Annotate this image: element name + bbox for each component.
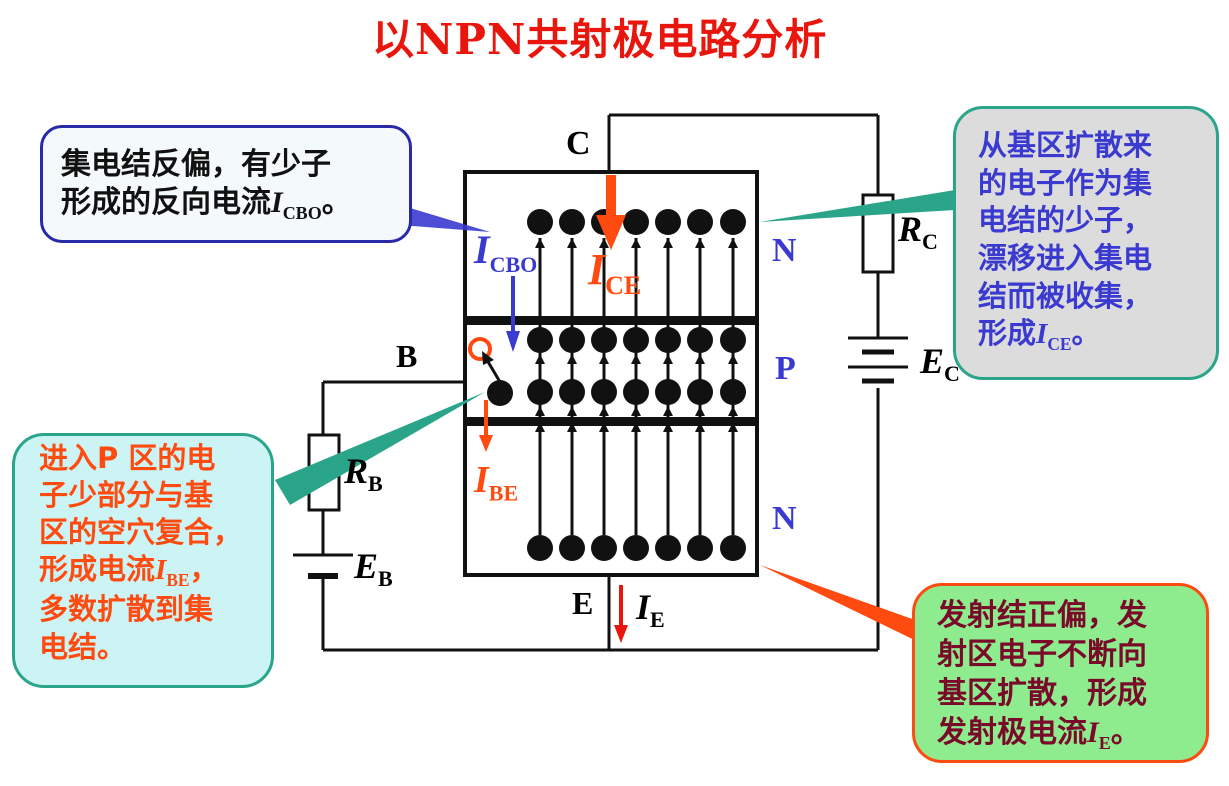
arrowhead-icon [728, 354, 738, 364]
arrowhead-icon [695, 238, 705, 248]
electron-icon [623, 535, 649, 561]
callout-ibe: 进入P 区的电 子少部分与基 区的空穴复合， 形成电流IBE， 多数扩散到集 电… [12, 433, 274, 688]
circuit-wires [321, 113, 880, 652]
electron-icon [687, 327, 713, 353]
electron-icon [720, 209, 746, 235]
arrowhead-icon [631, 422, 641, 432]
electron-icon [591, 379, 617, 405]
electron-icon [687, 535, 713, 561]
callout-ice: 从基区扩散来 的电子作为集 电结的少子， 漂移进入集电 结而被收集， 形成ICE… [953, 106, 1219, 380]
base-label: B [396, 338, 418, 374]
arrowhead-icon [535, 238, 545, 248]
arrowhead-icon [695, 354, 705, 364]
arrowhead-icon [535, 406, 545, 416]
electron-icon [655, 379, 681, 405]
ie-label: IE [636, 587, 665, 633]
arrowhead-icon [728, 406, 738, 416]
battery-ec [848, 336, 908, 384]
electron-icon [559, 379, 585, 405]
ice-arrow-icon [596, 175, 626, 250]
region-p: P [775, 350, 796, 387]
ie-arrow-icon [614, 585, 628, 643]
callout-ie: 发射结正偏，发 射区电子不断向 基区扩散，形成 发射极电流IE。 [912, 583, 1209, 763]
region-n-top: N [772, 232, 797, 269]
arrowhead-icon [695, 422, 705, 432]
arrowhead-icon [695, 406, 705, 416]
arrowhead-icon [728, 238, 738, 248]
region-n-bottom: N [772, 500, 797, 537]
electron-icon [720, 535, 746, 561]
icbo-arrow-icon [506, 276, 520, 352]
arrowhead-icon [663, 354, 673, 364]
collector-junction [465, 316, 757, 325]
arrowhead-icon [599, 238, 609, 248]
rc-label: RC [898, 209, 938, 255]
arrowhead-icon [663, 422, 673, 432]
electrons [487, 209, 746, 561]
callout-icbo: 集电结反偏，有少子 形成的反向电流ICBO。 [40, 125, 412, 243]
page-title: 以NPN共射极电路分析 [372, 15, 828, 64]
electron-icon [559, 535, 585, 561]
electron-icon [559, 209, 585, 235]
arrowhead-icon [599, 406, 609, 416]
electron-icon [487, 380, 513, 406]
electron-icon [623, 327, 649, 353]
electron-icon [687, 209, 713, 235]
arrowhead-icon [728, 422, 738, 432]
electron-icon [623, 209, 649, 235]
ec-label: EC [920, 341, 960, 387]
arrowhead-icon [599, 422, 609, 432]
electron-icon [591, 327, 617, 353]
arrowhead-icon [535, 354, 545, 364]
electron-icon [720, 379, 746, 405]
ibe-label: IBE [474, 459, 519, 506]
ice-label: ICE [588, 245, 642, 300]
electron-icon [655, 327, 681, 353]
arrowhead-icon [631, 406, 641, 416]
electron-icon [655, 535, 681, 561]
emitter-junction [465, 417, 757, 426]
arrowhead-icon [663, 406, 673, 416]
arrowhead-icon [567, 422, 577, 432]
arrowhead-icon [631, 238, 641, 248]
eb-label: EB [354, 546, 393, 592]
arrowhead-icon [631, 354, 641, 364]
ibe-arrow-icon [479, 400, 493, 452]
icbo-label: ICBO [474, 227, 538, 277]
electron-icon [655, 209, 681, 235]
arrowhead-icon [663, 238, 673, 248]
hole-icon [468, 337, 492, 361]
arrowhead-icon [535, 422, 545, 432]
arrowhead-icon [567, 238, 577, 248]
arrowhead-icon [599, 354, 609, 364]
emitter-label: E [572, 585, 594, 621]
electron-icon [687, 379, 713, 405]
electron-icon [623, 379, 649, 405]
electron-icon [591, 535, 617, 561]
electron-icon [720, 327, 746, 353]
collector-label: C [566, 125, 591, 162]
electron-icon [527, 209, 553, 235]
electron-icon [527, 379, 553, 405]
rb-label: RB [344, 451, 383, 497]
arrowhead-icon [567, 354, 577, 364]
electron-icon [527, 535, 553, 561]
arrowhead-icon [567, 406, 577, 416]
battery-eb [293, 553, 353, 579]
electron-icon [559, 327, 585, 353]
electron-icon [527, 327, 553, 353]
